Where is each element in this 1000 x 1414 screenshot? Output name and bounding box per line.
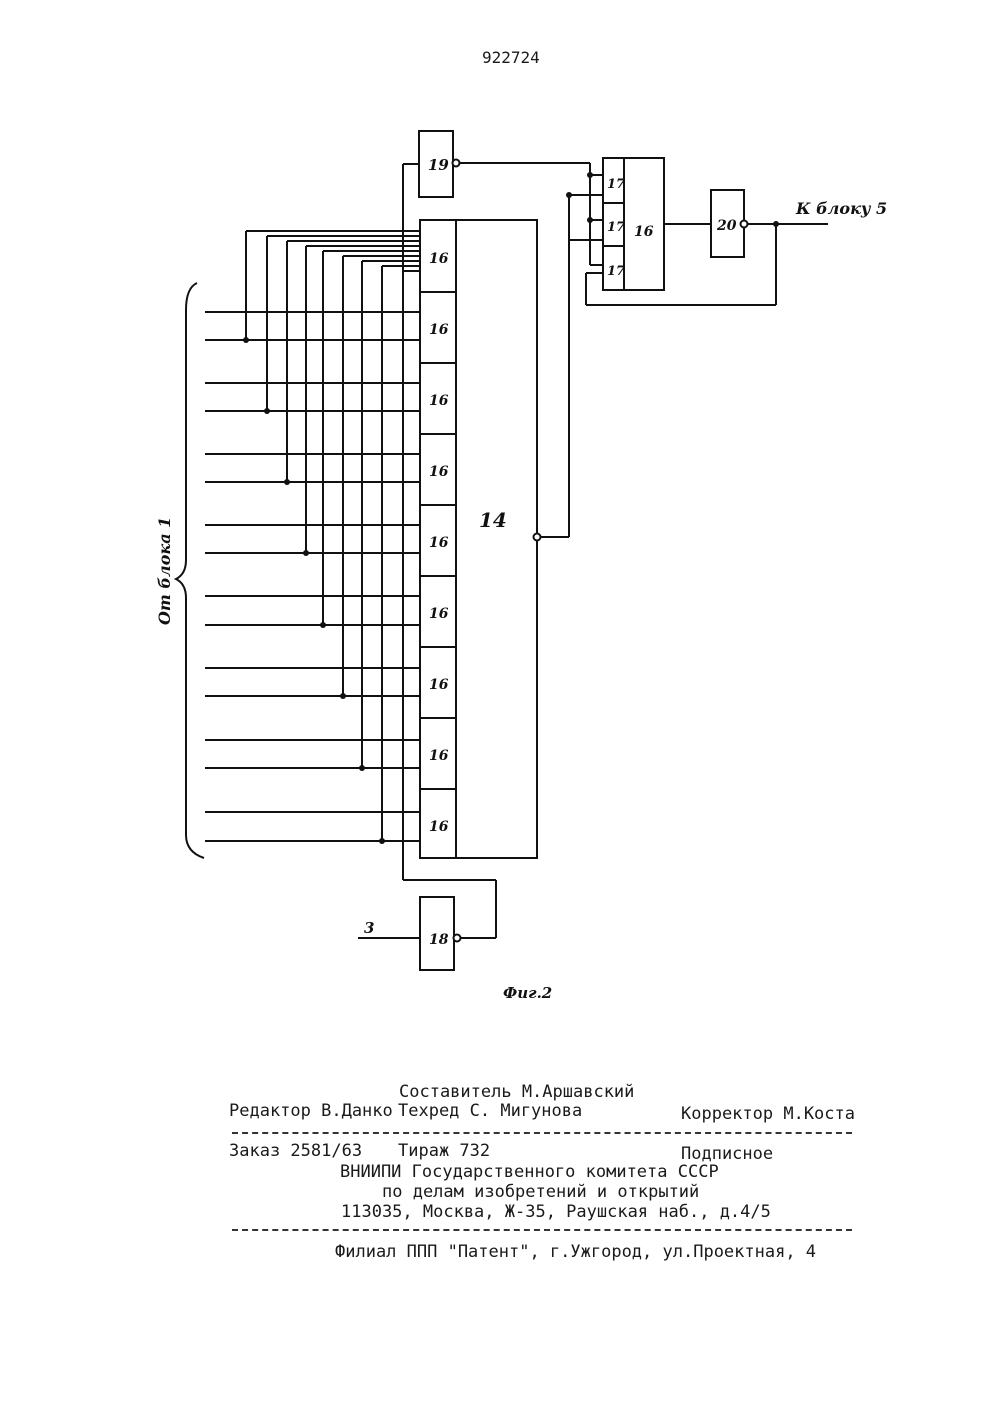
org-line-2: по делам изобретений и открытий bbox=[382, 1182, 699, 1202]
compiler-line: Составитель М.Аршавский bbox=[399, 1082, 634, 1102]
cell-16-label: 16 bbox=[429, 464, 449, 480]
cell-16-label: 16 bbox=[429, 251, 449, 267]
input-3-label: 3 bbox=[364, 919, 374, 937]
main-block-14-label: 14 bbox=[479, 508, 507, 532]
cell-16-label: 16 bbox=[429, 677, 449, 693]
divider bbox=[232, 1132, 852, 1134]
cell-16-label: 16 bbox=[429, 322, 449, 338]
branch-line: Филиал ППП "Патент", г.Ужгород, ул.Проек… bbox=[335, 1242, 816, 1262]
order-line: Заказ 2581/63 bbox=[229, 1141, 362, 1161]
cell-16-label: 16 bbox=[429, 819, 449, 835]
output-block-16-label: 16 bbox=[634, 224, 654, 240]
subscription-line: Подписное bbox=[681, 1144, 773, 1164]
divider bbox=[232, 1229, 852, 1231]
input-group-label: От блока 1 bbox=[155, 517, 174, 625]
block-20-label: 20 bbox=[716, 218, 737, 234]
cell-16-label: 16 bbox=[429, 748, 449, 764]
gate-17-label: 17 bbox=[607, 177, 625, 192]
address-line: 113035, Москва, Ж-35, Раушская наб., д.4… bbox=[341, 1202, 771, 1222]
output-label: К блоку 5 bbox=[795, 199, 887, 218]
techeditor-line: Техред С. Мигунова bbox=[398, 1101, 582, 1121]
figure-caption: Фиг.2 bbox=[503, 984, 552, 1002]
gate-17-label: 17 bbox=[607, 220, 625, 235]
cell-16-label: 16 bbox=[429, 606, 449, 622]
gate-17-label: 17 bbox=[607, 264, 625, 279]
editor-line: Редактор В.Данко bbox=[229, 1101, 393, 1121]
org-line-1: ВНИИПИ Государственного комитета СССР bbox=[340, 1162, 719, 1182]
corrector-line: Корректор М.Коста bbox=[681, 1104, 855, 1124]
block-18-label: 18 bbox=[429, 932, 449, 948]
cell-16-label: 16 bbox=[429, 393, 449, 409]
block-19-label: 19 bbox=[428, 156, 449, 174]
cell-16-label: 16 bbox=[429, 535, 449, 551]
circulation-line: Тираж 732 bbox=[398, 1141, 490, 1161]
